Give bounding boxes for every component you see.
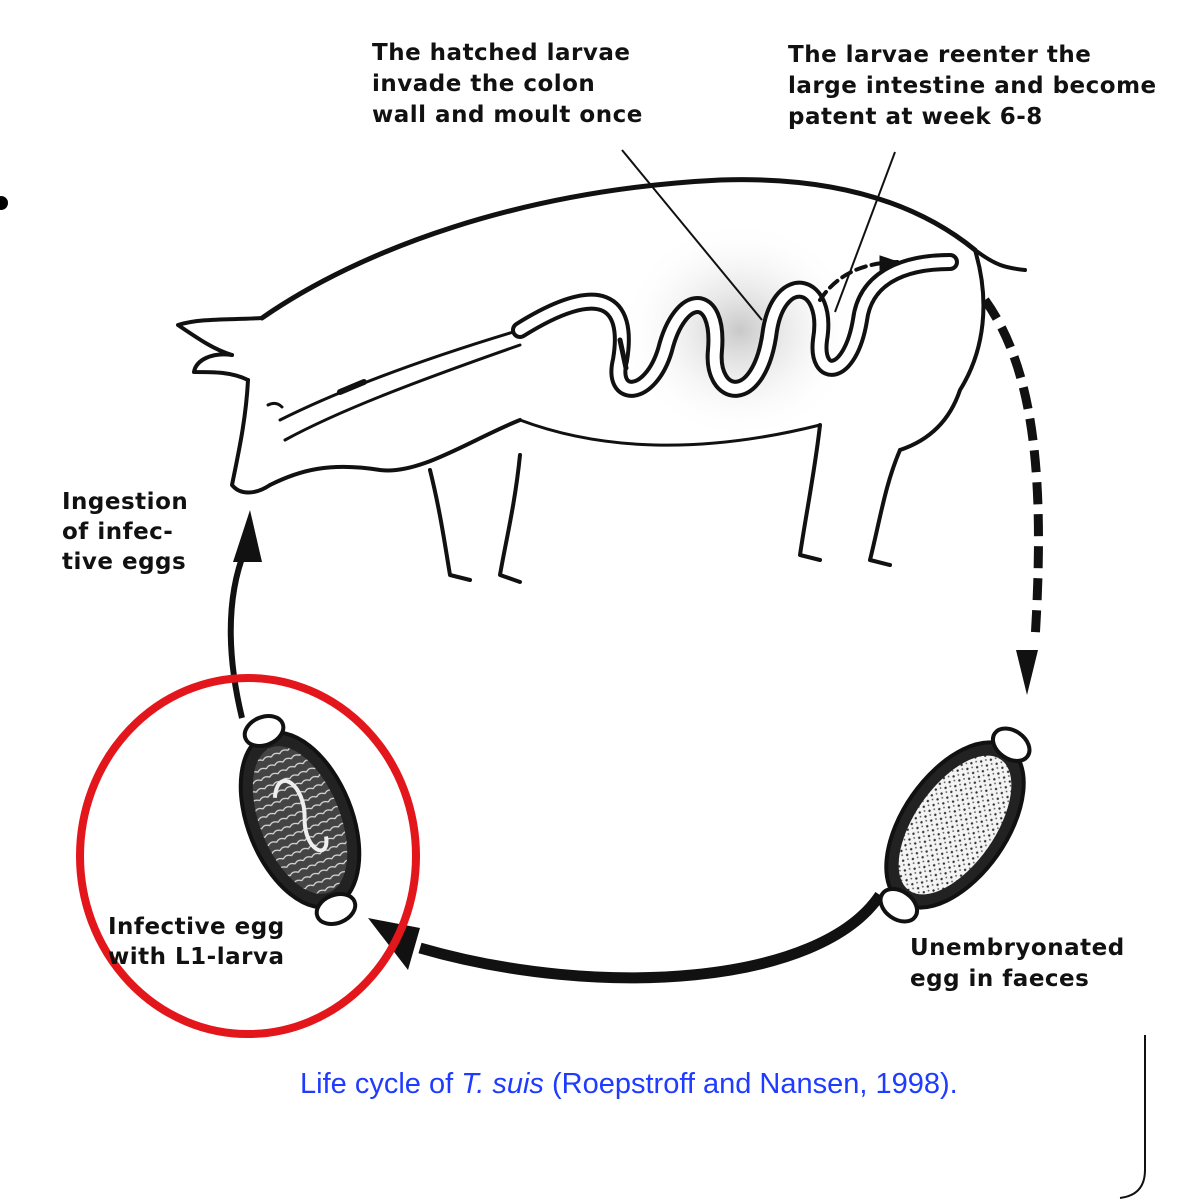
- figure-caption: Life cycle of T. suis (Roepstroff and Na…: [300, 1068, 1100, 1101]
- embryonation-arrow: [418, 891, 885, 984]
- label-unembryonated-egg: Unembryonated egg in faeces: [910, 935, 1125, 992]
- infective-egg: [238, 714, 362, 926]
- ingestion-arrow: [227, 548, 248, 719]
- highlight-circle: [76, 674, 420, 1038]
- unembryonated-egg: [878, 726, 1032, 924]
- pig-illustration: [176, 177, 1027, 584]
- intestine-illustration: [511, 220, 959, 440]
- pointer-reenter: [834, 151, 896, 313]
- faeces-dashed-arrow: [981, 297, 1043, 641]
- label-infective-egg: Infective egg with L1-larva: [108, 914, 285, 970]
- caption-species: T. suis: [461, 1068, 544, 1100]
- label-larvae-reenter: The larvae reenter the large intestine a…: [788, 42, 1157, 130]
- arrowhead-down: [1016, 650, 1038, 695]
- arrowhead-up: [233, 510, 262, 562]
- caption-prefix: Life cycle of: [300, 1068, 462, 1100]
- label-ingestion: Ingestion of infec- tive eggs: [62, 489, 189, 575]
- pointer-hatched: [621, 149, 763, 321]
- frame-line: [1119, 1035, 1146, 1199]
- label-hatched-larvae: The hatched larvae invade the colon wall…: [372, 40, 643, 128]
- caption-suffix: (Roepstroff and Nansen, 1998).: [543, 1068, 958, 1100]
- bullet-dot: [0, 196, 8, 210]
